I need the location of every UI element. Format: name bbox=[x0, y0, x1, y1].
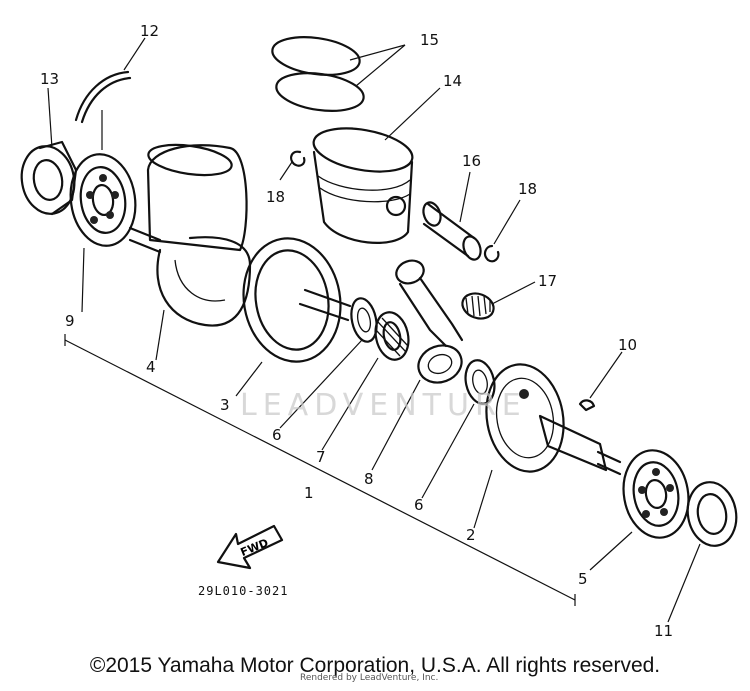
needle-bearing-part bbox=[374, 311, 410, 361]
callout-18-left: 18 bbox=[266, 188, 285, 206]
crank-web-left-part bbox=[242, 237, 352, 363]
washer-right-part bbox=[464, 359, 496, 405]
piston-part bbox=[312, 127, 414, 244]
bearing-left-part bbox=[69, 153, 137, 247]
callout-14: 14 bbox=[443, 72, 462, 90]
callout-12: 12 bbox=[140, 22, 159, 40]
callout-9: 9 bbox=[65, 312, 75, 330]
callout-6-right: 6 bbox=[414, 496, 424, 514]
callout-8: 8 bbox=[364, 470, 374, 488]
callout-6-left: 6 bbox=[272, 426, 282, 444]
piston-rings-part bbox=[271, 36, 365, 112]
callout-5: 5 bbox=[578, 570, 588, 588]
small-end-bearing-part bbox=[461, 292, 495, 320]
woodruff-key-part bbox=[578, 399, 596, 412]
bearing-right-part bbox=[622, 449, 690, 539]
leader-lines bbox=[47, 37, 701, 623]
fwd-label: FWD bbox=[239, 536, 271, 559]
callout-labels: 12 13 15 14 18 16 18 17 9 4 3 6 7 1 8 6 … bbox=[40, 22, 673, 640]
callout-10: 10 bbox=[618, 336, 637, 354]
wire-circlip-part bbox=[74, 70, 132, 124]
assembly-bracket bbox=[64, 334, 576, 606]
callout-1: 1 bbox=[304, 484, 314, 502]
oil-seal-left-part bbox=[20, 140, 78, 216]
callout-15: 15 bbox=[420, 31, 439, 49]
callout-11: 11 bbox=[654, 622, 673, 640]
oil-seal-right-part bbox=[686, 481, 738, 547]
callout-4: 4 bbox=[146, 358, 156, 376]
left-crank-half-part bbox=[128, 143, 252, 327]
callout-16: 16 bbox=[462, 152, 481, 170]
rendered-by-credit: Rendered by LeadVenture, Inc. bbox=[300, 673, 439, 683]
callout-18-right: 18 bbox=[518, 180, 537, 198]
washer-left-part bbox=[350, 297, 378, 343]
callout-2: 2 bbox=[466, 526, 476, 544]
catalog-code: 29L010-3021 bbox=[198, 584, 289, 598]
copyright-notice: ©2015 Yamaha Motor Corporation, U.S.A. A… bbox=[89, 654, 661, 677]
piston-pin-part bbox=[422, 201, 482, 261]
callout-17: 17 bbox=[538, 272, 557, 290]
callout-3: 3 bbox=[220, 396, 230, 414]
forward-arrow: FWD bbox=[216, 524, 284, 570]
right-crank-half-part bbox=[485, 363, 622, 476]
connecting-rod-part bbox=[395, 259, 464, 384]
callout-13: 13 bbox=[40, 70, 59, 88]
callout-7: 7 bbox=[316, 448, 326, 466]
watermark: LEADVENTURE bbox=[240, 388, 527, 423]
circlip-pair-part bbox=[290, 150, 500, 263]
